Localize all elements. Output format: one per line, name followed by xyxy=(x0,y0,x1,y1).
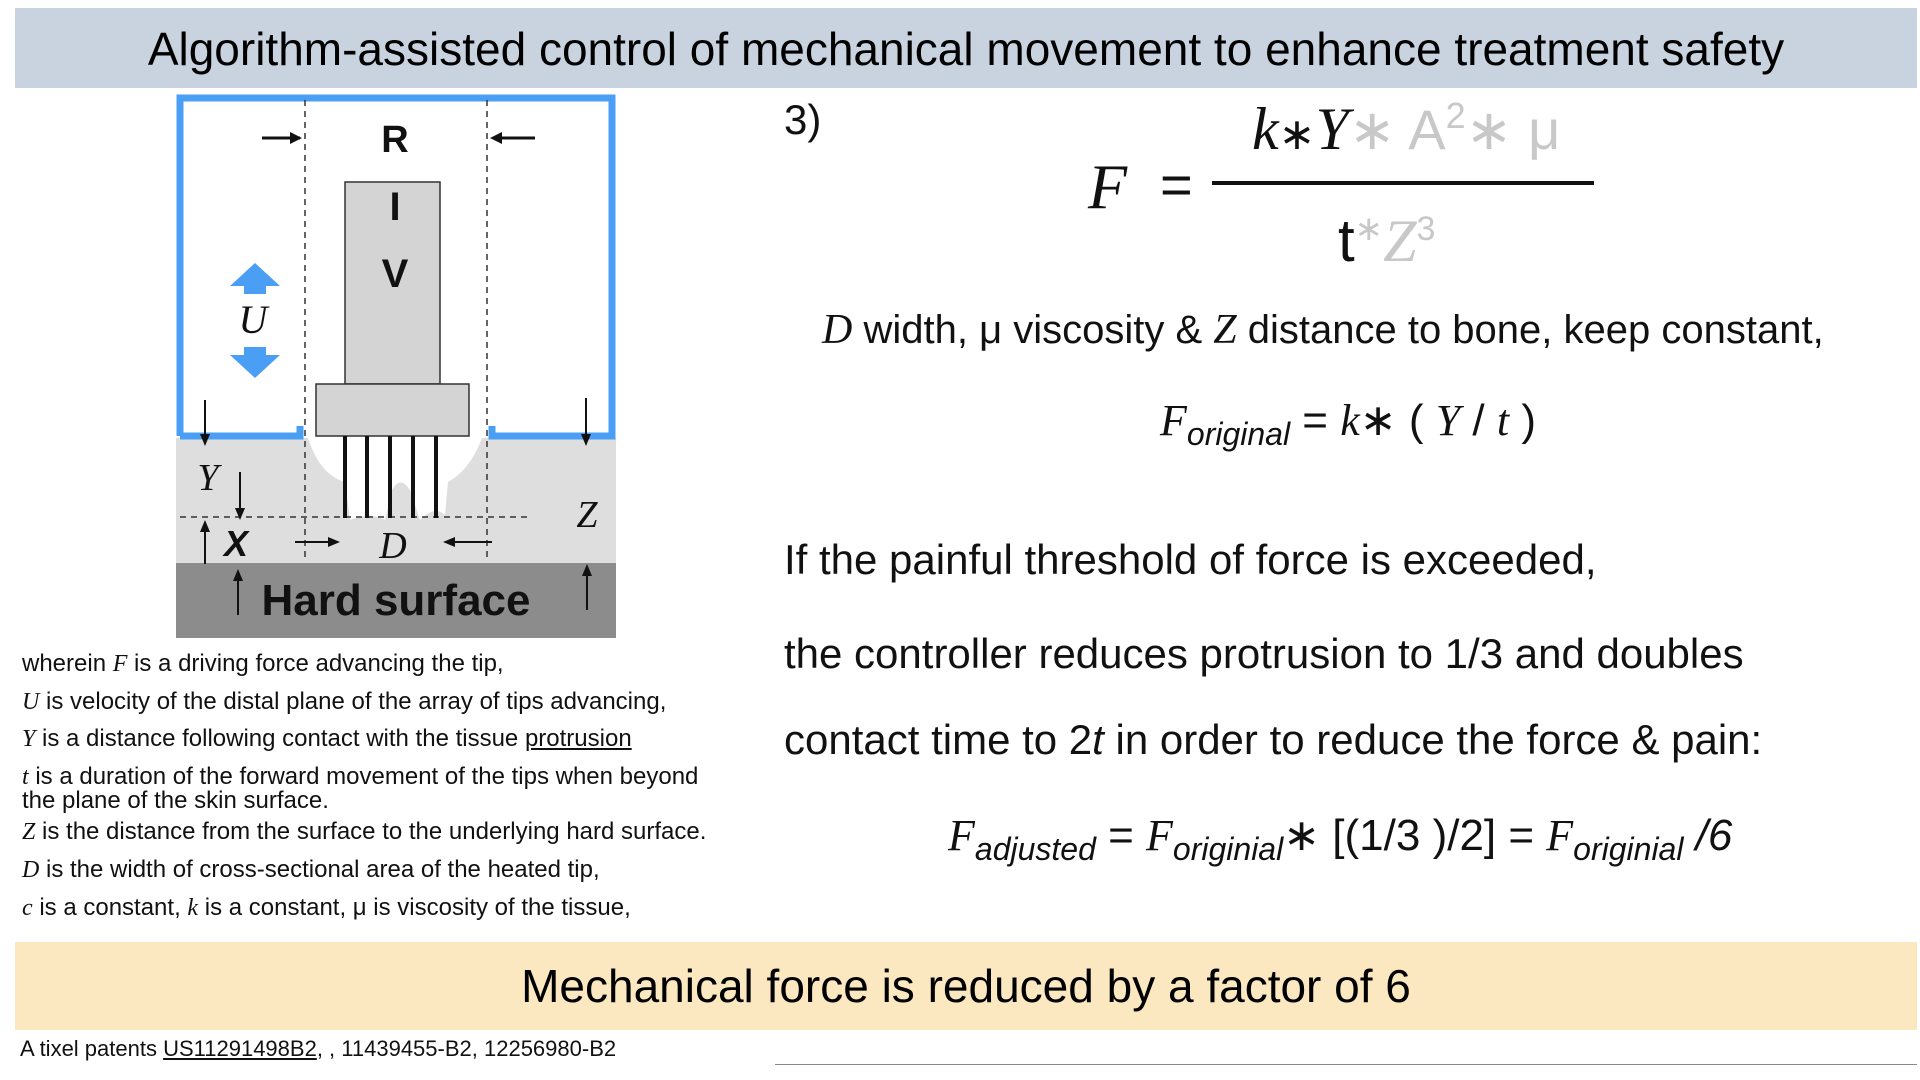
conclusion-banner xyxy=(15,942,1917,1030)
label-z: Z xyxy=(576,494,598,536)
footer-patents: A tixel patents US11291498B2, , 11439455… xyxy=(20,1036,617,1061)
adjusted-formula: Fadjusted = Foriginial∗ [(1/3 )/2] = For… xyxy=(948,811,1733,867)
statement-controller: the controller reduces protrusion to 1/3… xyxy=(784,630,1744,677)
formula-denominator: t∗Z3 xyxy=(1338,207,1436,274)
mechanical-diagram: R I V U Y X D Z Hard surface xyxy=(176,94,616,638)
label-v: V xyxy=(382,252,409,296)
protrusion-link[interactable]: protrusion xyxy=(524,725,632,752)
probe-base xyxy=(315,383,470,437)
formula-number: 3) xyxy=(784,96,822,143)
label-y: Y xyxy=(197,457,222,499)
footer-divider xyxy=(775,1064,1917,1065)
hard-surface-region xyxy=(176,563,616,638)
definition-constants: c is a constant, k is a constant, μ is v… xyxy=(22,894,631,921)
statement-contact-time: contact time to 2t in order to reduce th… xyxy=(784,716,1763,763)
fraction-bar xyxy=(1212,181,1594,185)
definition-d: D is the width of cross-sectional area o… xyxy=(22,856,600,883)
applicator-frame xyxy=(176,94,616,440)
definition-f: wherein F is a driving force advancing t… xyxy=(22,650,504,677)
formula-numerator: k∗Y∗ A2∗ μ xyxy=(1252,95,1561,162)
definition-z: Z is the distance from the surface to th… xyxy=(22,818,707,845)
definition-y: Y is a distance following contact with t… xyxy=(22,725,632,752)
label-x: X xyxy=(222,523,250,564)
label-d: D xyxy=(378,525,406,567)
formula-equals: = xyxy=(1160,153,1193,216)
patent-link[interactable]: US11291498B2 xyxy=(163,1036,317,1061)
tip-array xyxy=(343,436,438,518)
definition-t-cont: the plane of the skin surface. xyxy=(22,787,329,814)
definition-u: U is velocity of the distal plane of the… xyxy=(22,688,667,715)
definition-t: t is a duration of the forward movement … xyxy=(22,763,699,790)
title-banner xyxy=(15,8,1917,88)
probe-body xyxy=(344,181,441,385)
constants-line: D width, μ viscosity & Z distance to bon… xyxy=(822,307,1824,353)
original-formula: Foriginal = k∗ ( Y / t ) xyxy=(1160,396,1537,452)
tissue-crater xyxy=(308,438,482,520)
label-u: U xyxy=(239,297,271,342)
label-r: R xyxy=(381,119,408,161)
down-arrow-icon xyxy=(230,347,280,378)
label-hard-surface: Hard surface xyxy=(261,576,530,625)
up-arrow-icon xyxy=(230,263,280,294)
formula-lhs: F xyxy=(1088,151,1128,222)
statement-threshold: If the painful threshold of force is exc… xyxy=(784,536,1597,583)
label-i: I xyxy=(389,185,400,229)
conclusion-text: Mechanical force is reduced by a factor … xyxy=(521,960,1411,1012)
page-title: Algorithm-assisted control of mechanical… xyxy=(147,23,1785,75)
